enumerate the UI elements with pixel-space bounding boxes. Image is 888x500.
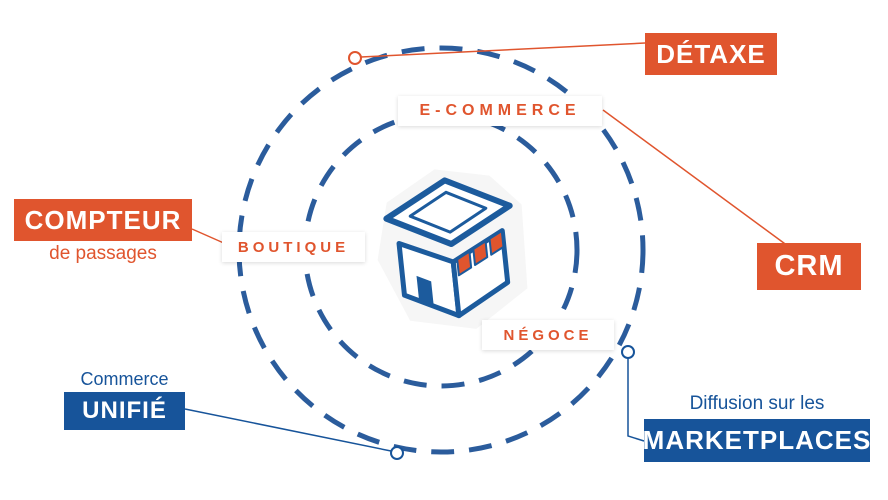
callout-unifie: UNIFIÉ [64, 392, 185, 430]
anchor-marketplaces-marker [621, 345, 635, 359]
outer-orbit-circle [236, 45, 646, 455]
orbit-label-boutique: BOUTIQUE [222, 232, 365, 262]
connector-crm-line [602, 109, 793, 250]
connector-unifie-line [184, 408, 392, 452]
anchor-unifie-marker [390, 446, 404, 460]
callout-compteur: COMPTEUR [14, 199, 192, 241]
store-awning-stripe [456, 250, 473, 277]
callout-detaxe: DÉTAXE [645, 33, 777, 75]
store-top-rim-inner [408, 190, 488, 234]
anchor-detaxe-marker [348, 51, 362, 65]
orbit-label-negoce: NÉGOCE [482, 320, 614, 350]
orbit-label-ecommerce: E-COMMERCE [398, 96, 602, 126]
callout-compteur-sublabel: de passages [49, 243, 157, 264]
store-icon [377, 169, 528, 329]
connector-compteur-line [191, 228, 227, 245]
store-door [416, 275, 434, 306]
callout-crm: CRM [757, 243, 861, 290]
callout-marketplaces-toplabel: Diffusion sur les [689, 393, 825, 414]
callout-unifie-toplabel: Commerce [80, 369, 169, 389]
connector-marketplaces-line [627, 358, 645, 442]
callout-marketplaces: MARKETPLACES [643, 419, 870, 462]
connector-detaxe-line [360, 42, 646, 58]
store-awning-stripe [472, 240, 489, 266]
store-awning-stripe [488, 229, 505, 256]
